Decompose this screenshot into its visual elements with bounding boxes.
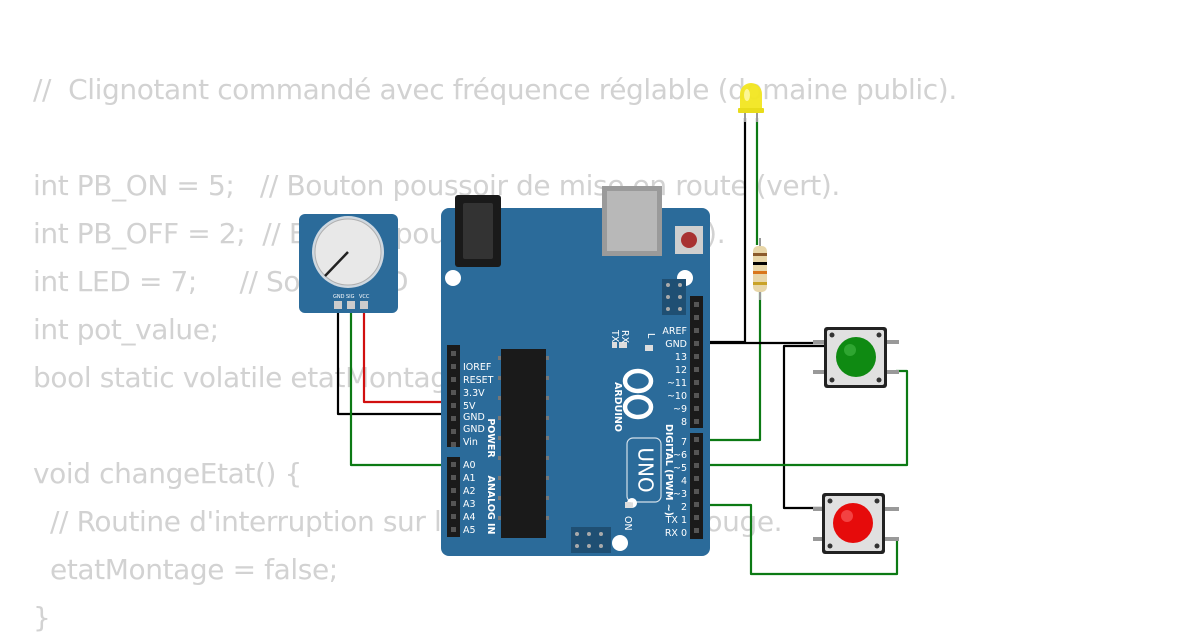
green-pushbutton[interactable] [813,327,899,388]
tx-led-label: TX [609,329,620,343]
code-line: } [33,601,51,634]
wire-gnd-to-red-button [782,344,832,510]
l-led-label: L [645,333,656,339]
pin-label-10: ~10 [667,391,687,402]
digital-header-bottom [690,433,703,539]
digital-header-top [690,296,703,428]
wire-pot-sig-to-board-a0 [349,306,456,467]
analog-pin-labels: A0 A1 A2 A3 A4 A5 [463,460,476,536]
power-label: POWER [485,418,496,458]
wire-resistor-to-pin7 [697,290,762,442]
pot-pin-vcc: VCC [359,294,370,300]
power-pin-labels: IOREF RESET 3.3V 5V GND GND Vin [463,362,494,448]
pin-label-a1: A1 [463,473,476,484]
board-model: UNO [634,447,658,492]
pin-label-3: ~3 [673,489,687,500]
pin-label-0: RX 0 [665,528,687,539]
pin-label-gnd-digital: GND [665,339,687,350]
pot-pin-sig: SIG [346,294,355,300]
pin-label-11: ~11 [667,378,687,389]
pin-label-a5: A5 [463,525,476,536]
digital-label: DIGITAL (PWM ~) [663,424,674,516]
pin-label-a0: A0 [463,460,476,471]
pin-label-gnd-1: GND [463,412,485,423]
code-line: // Clignotant commandé avec fréquence ré… [33,73,957,106]
pin-label-3v3: 3.3V [463,388,485,399]
microcontroller-chip [501,349,546,538]
digital-pin-labels-top: AREF GND 13 12 ~11 ~10 ~9 8 [662,326,687,428]
rx-led-label: RX [619,330,630,344]
code-line: etatMontage = false; [33,553,338,586]
pin-label-4: 4 [681,476,687,487]
board-brand: ARDUINO [612,382,623,432]
pin-label-gnd-2: GND [463,424,485,435]
wire-green-button-to-pin5 [697,369,909,467]
pin-label-5: ~5 [673,463,687,474]
pin-label-6: ~6 [673,450,687,461]
red-pushbutton[interactable] [813,493,899,554]
pin-label-ioref: IOREF [463,362,491,373]
pin-label-13: 13 [675,352,687,363]
pin-label-vin: Vin [463,437,478,448]
pin-label-8: 8 [681,417,687,428]
pin-label-1: TX 1 [665,515,687,526]
wire-pot-vcc-to-board-5v [362,306,456,404]
wire-red-button-to-pin2 [697,503,899,576]
code-line: void changeEtat() { [33,457,302,490]
yellow-led [738,83,764,122]
potentiometer[interactable]: GND SIG VCC [299,214,398,313]
pin-label-a4: A4 [463,512,476,523]
resistor [753,238,767,300]
pin-label-a2: A2 [463,486,476,497]
pin-label-7: 7 [681,437,687,448]
pin-label-reset: RESET [463,375,494,386]
analog-label: ANALOG IN [485,475,496,534]
pot-pin-gnd: GND [333,294,345,300]
pin-label-5v: 5V [463,401,476,412]
on-led-label: ON [622,516,633,531]
digital-pin-labels-bottom: 7 ~6 ~5 4 ~3 2 TX 1 RX 0 [665,437,687,539]
wire-pot-gnd-to-board-gnd [336,306,456,416]
pot-knob-indicator [324,251,349,277]
pin-label-2: 2 [681,502,687,513]
power-header [447,345,460,447]
code-line: int pot_value; [33,313,219,346]
arduino-uno-board: ARDUINO UNO POWER ANALOG IN DIGITAL (PWM… [441,186,710,556]
arduino-logo-icon [622,368,654,420]
analog-header [447,457,460,537]
pin-label-9: ~9 [673,404,687,415]
pin-label-aref: AREF [662,326,687,337]
pin-label-a3: A3 [463,499,476,510]
pin-label-12: 12 [675,365,687,376]
